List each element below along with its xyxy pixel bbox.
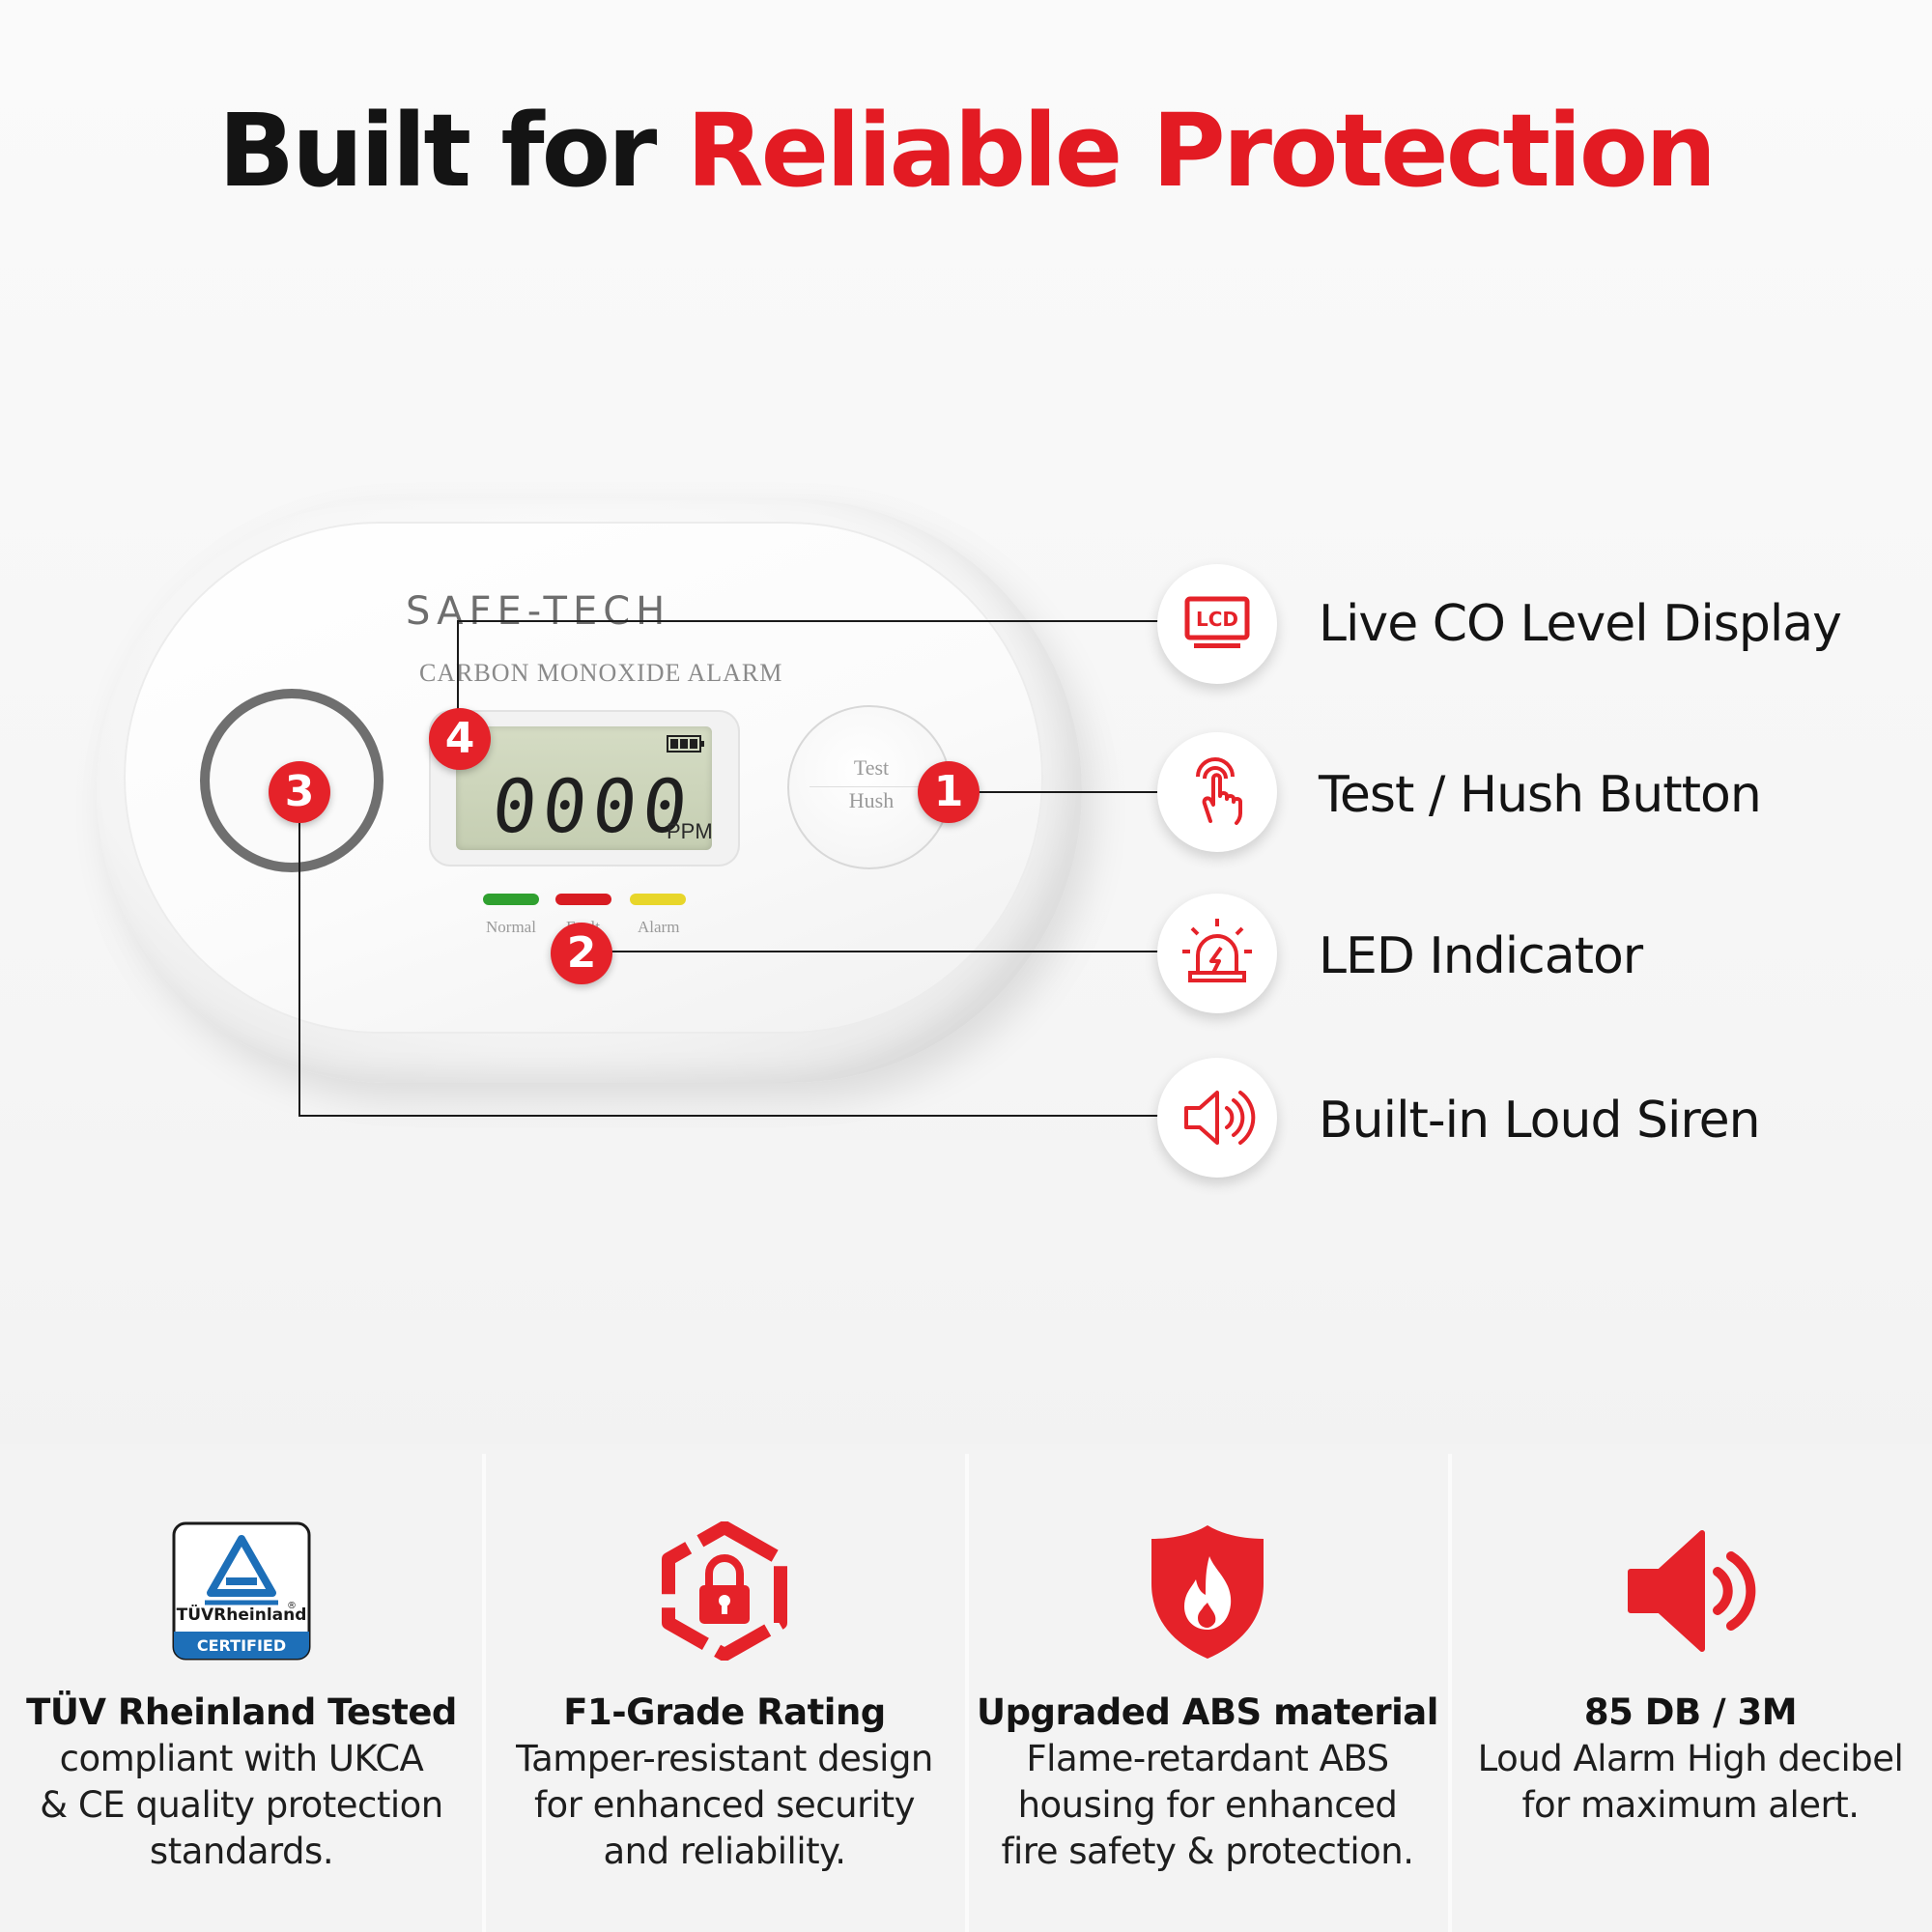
- cert-description-line: for maximum alert.: [1521, 1784, 1860, 1826]
- cert-f1-grade: F1-Grade Rating Tamper-resistant design …: [483, 1444, 966, 1932]
- column-divider: [965, 1454, 969, 1932]
- cert-description-line: housing for enhanced: [1017, 1784, 1398, 1826]
- feature-lcd-icon-circle: LCD: [1157, 564, 1277, 684]
- led-alarm: [630, 894, 686, 905]
- hush-button-label: Hush: [848, 788, 895, 812]
- feature-led-label: LED Indicator: [1319, 927, 1643, 985]
- cert-description-line: & CE quality protection: [40, 1784, 443, 1826]
- alarm-light-icon: [1182, 919, 1252, 982]
- page-title: Built for Reliable Protection: [0, 92, 1932, 210]
- lcd-unit: PPM: [667, 819, 713, 843]
- device-brand: SAFE-TECH: [406, 589, 671, 634]
- cert-description-line: fire safety & protection.: [1001, 1831, 1414, 1872]
- column-divider: [482, 1454, 486, 1932]
- cert-title: 85 DB / 3M: [1583, 1691, 1798, 1733]
- feature-hush-icon-circle: [1157, 732, 1277, 852]
- touch-hand-icon: [1196, 757, 1242, 825]
- cert-description-line: Flame-retardant ABS: [1026, 1738, 1389, 1779]
- callout-badge-1: 1: [918, 761, 980, 823]
- cert-abs-material: Upgraded ABS material Flame-retardant AB…: [966, 1444, 1449, 1932]
- led-label-alarm: Alarm: [638, 918, 680, 936]
- feature-led-icon-circle: [1157, 894, 1277, 1013]
- cert-title: TÜV Rheinland Tested: [26, 1691, 457, 1733]
- device-product-name: CARBON MONOXIDE ALARM: [419, 659, 783, 687]
- feature-hush-label: Test / Hush Button: [1319, 766, 1762, 824]
- cert-description-line: standards.: [149, 1831, 334, 1872]
- tuv-badge-brand: TÜVRheinland: [177, 1604, 307, 1625]
- lcd-icon: LCD: [1184, 596, 1250, 648]
- cert-loud-alarm: 85 DB / 3M Loud Alarm High decibel for m…: [1449, 1444, 1932, 1932]
- lcd-icon-text: LCD: [1196, 608, 1238, 631]
- feature-siren-label: Built-in Loud Siren: [1319, 1092, 1761, 1150]
- tuv-rheinland-badge: TÜVRheinland ® CERTIFIED: [172, 1521, 311, 1661]
- feature-siren-icon-circle: [1157, 1058, 1277, 1178]
- cert-description-line: and reliability.: [603, 1831, 846, 1872]
- cert-description: Loud Alarm High decibel for maximum aler…: [1459, 1736, 1922, 1829]
- cert-description: Tamper-resistant design for enhanced sec…: [493, 1736, 956, 1875]
- flame-shield-icon: [1151, 1525, 1264, 1659]
- callout-badge-2: 2: [551, 923, 612, 984]
- cert-description: compliant with UKCA & CE quality protect…: [10, 1736, 473, 1875]
- page-title-accent: Reliable Protection: [686, 92, 1718, 210]
- tuv-badge-status: CERTIFIED: [197, 1636, 286, 1655]
- led-fault: [555, 894, 611, 905]
- cert-tuv: TÜVRheinland ® CERTIFIED TÜV Rheinland T…: [0, 1444, 483, 1932]
- cert-description-line: compliant with UKCA: [59, 1738, 424, 1779]
- cert-title: Upgraded ABS material: [977, 1691, 1438, 1733]
- test-button-divider: [810, 786, 929, 787]
- cert-description-line: for enhanced security: [533, 1784, 916, 1826]
- led-normal: [483, 894, 539, 905]
- column-divider: [1448, 1454, 1452, 1932]
- led-label-normal: Normal: [486, 918, 536, 936]
- cert-description-line: Loud Alarm High decibel: [1477, 1738, 1904, 1779]
- page-title-prefix: Built for: [217, 92, 658, 210]
- callout-badge-4: 4: [429, 708, 491, 770]
- feature-lcd-label: Live CO Level Display: [1319, 595, 1842, 653]
- callout-badge-3: 3: [269, 761, 330, 823]
- cert-description: Flame-retardant ABS housing for enhanced…: [976, 1736, 1439, 1875]
- lock-hexagon-icon: [662, 1521, 787, 1661]
- cert-description-line: Tamper-resistant design: [516, 1738, 933, 1779]
- tuv-badge-registered: ®: [287, 1601, 297, 1611]
- loud-speaker-icon: [1628, 1530, 1756, 1652]
- speaker-icon: [1184, 1091, 1256, 1145]
- cert-title: F1-Grade Rating: [563, 1691, 886, 1733]
- test-button-label: Test: [853, 755, 890, 780]
- battery-icon: [667, 735, 704, 753]
